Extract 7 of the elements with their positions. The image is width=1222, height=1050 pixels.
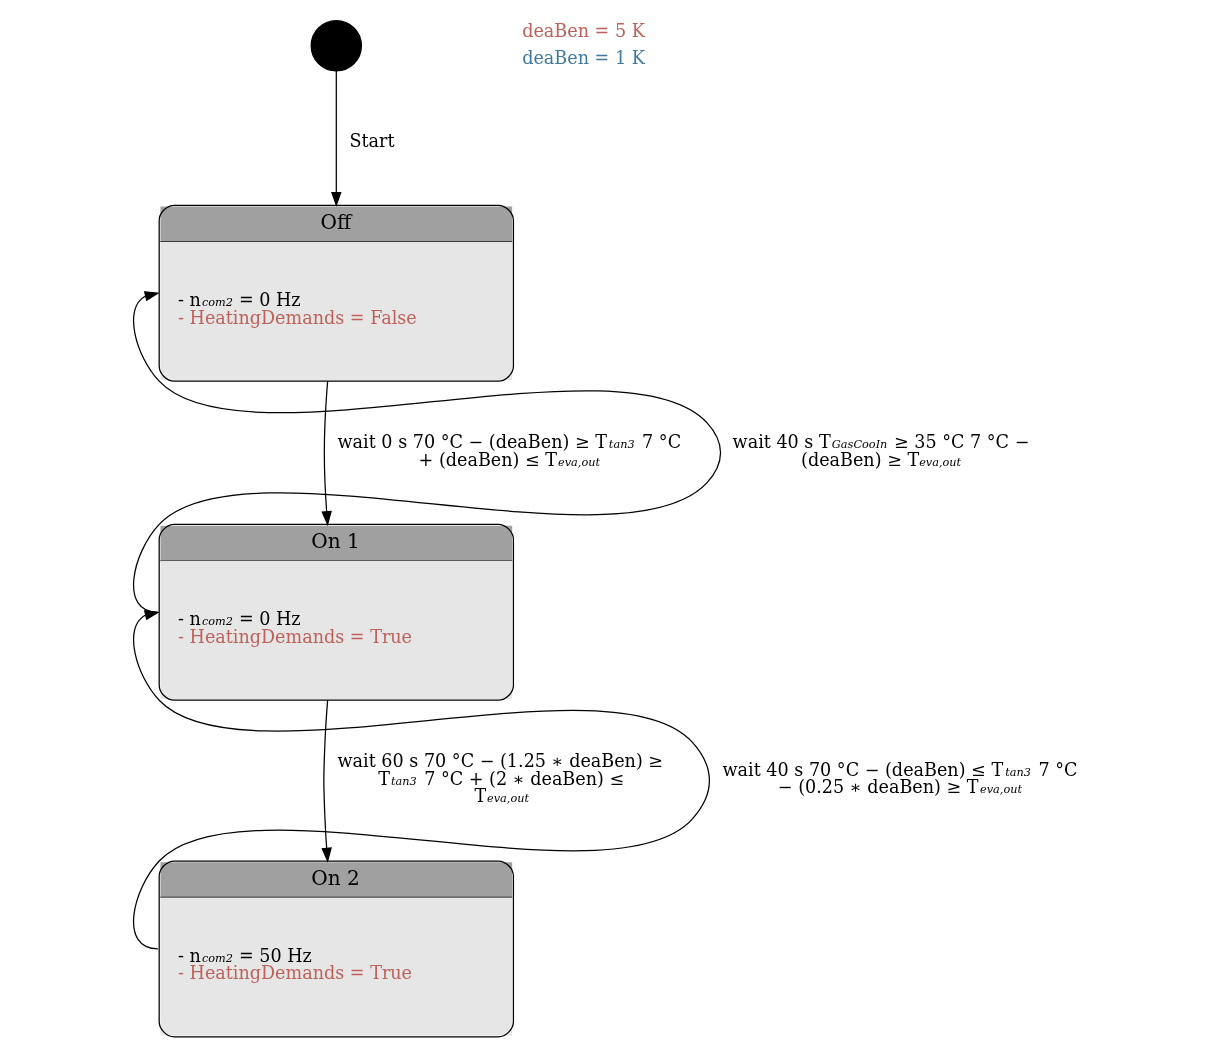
edge-label: wait 60 s 70 °C − (1.25 ∗ deaBen) ≥ Ttan3 7 °C + (2 ∗ deaBen) ≤ Teva,out [337, 751, 663, 807]
legend-label: deaBen = 5 K [521, 21, 645, 42]
legend-label: deaBen = 1 K [521, 47, 645, 68]
edge-label: Start [348, 131, 395, 152]
edge-label: wait 40 s TGasCooIn ≥ 35 °C 7 °C − (deaBen) ≥ Teva,out [732, 432, 1029, 470]
edge-label: wait 0 s 70 °C − (deaBen) ≥ Ttan3 7 °C + (deaBen) ≤ Teva,out [337, 432, 681, 470]
edge-label: wait 40 s 70 °C − (deaBen) ≤ Ttan3 7 °C − (0.25 ∗ deaBen) ≥ Teva,out [722, 759, 1077, 798]
